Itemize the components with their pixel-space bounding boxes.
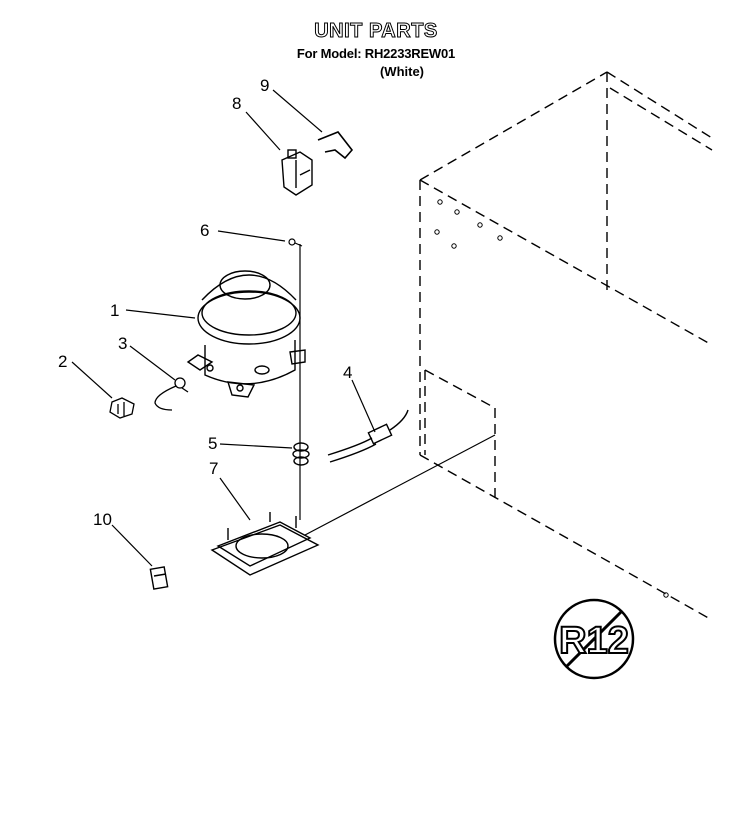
- grommet-part: [109, 397, 135, 419]
- r12-label: R12: [559, 620, 629, 662]
- callout-5: 5: [208, 434, 217, 453]
- screw-part: [288, 238, 303, 247]
- callout-4: 4: [343, 363, 352, 382]
- compressor: [186, 270, 306, 398]
- callout-6: 6: [200, 221, 209, 240]
- leader-lines: [71, 89, 496, 567]
- clip-part: [317, 131, 354, 160]
- callout-1: 1: [110, 301, 119, 320]
- callout-3: 3: [118, 334, 127, 353]
- base-plate-part: [210, 512, 320, 576]
- cabinet-holes: [434, 199, 669, 598]
- no-r12-badge: [553, 598, 635, 680]
- terminal-wire-part: [154, 377, 189, 411]
- connector-part: [149, 566, 169, 590]
- cabinet-outline: [419, 71, 713, 621]
- callout-10: 10: [93, 510, 112, 529]
- relay-part: [281, 149, 313, 196]
- drier-tube-part: [327, 409, 409, 463]
- model-line: For Model: RH2233REW01: [296, 46, 456, 61]
- callout-8: 8: [232, 94, 241, 113]
- callout-7: 7: [209, 459, 218, 478]
- callout-2: 2: [58, 352, 67, 371]
- callout-numbers: 1 2 3 4 5 6 7 8 9 10: [58, 76, 352, 529]
- spring-part: [292, 442, 310, 466]
- diagram-title: UNIT PARTS: [314, 20, 438, 43]
- callout-9: 9: [260, 76, 269, 95]
- color-line: (White): [379, 64, 425, 79]
